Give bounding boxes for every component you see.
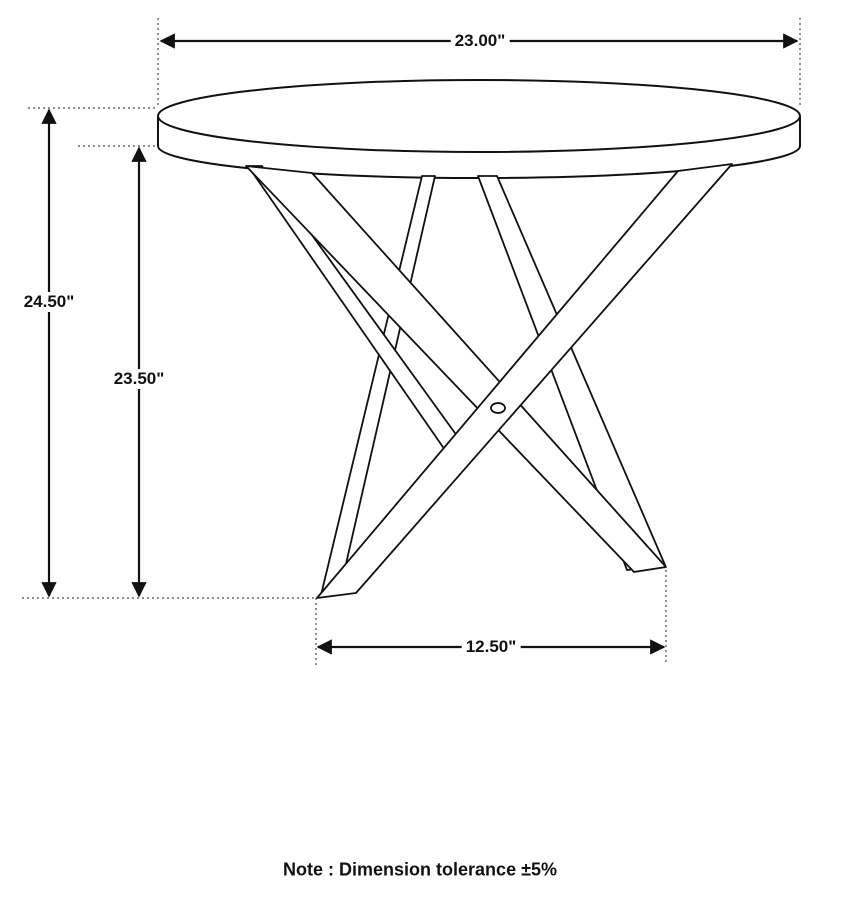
front-leg-rtl [316, 163, 733, 599]
front-leg-ltr [245, 165, 667, 573]
width-label: 23.00" [450, 31, 510, 51]
tolerance-note: Note : Dimension tolerance ±5% [283, 859, 557, 881]
table-top [157, 79, 801, 179]
overall-height-label: 24.50" [19, 292, 79, 312]
under-top-height-label: 23.50" [109, 369, 169, 389]
base-width-label: 12.50" [461, 637, 521, 657]
table-legs [245, 163, 733, 599]
bolt-icon [490, 402, 506, 414]
extension-lines [22, 18, 801, 665]
